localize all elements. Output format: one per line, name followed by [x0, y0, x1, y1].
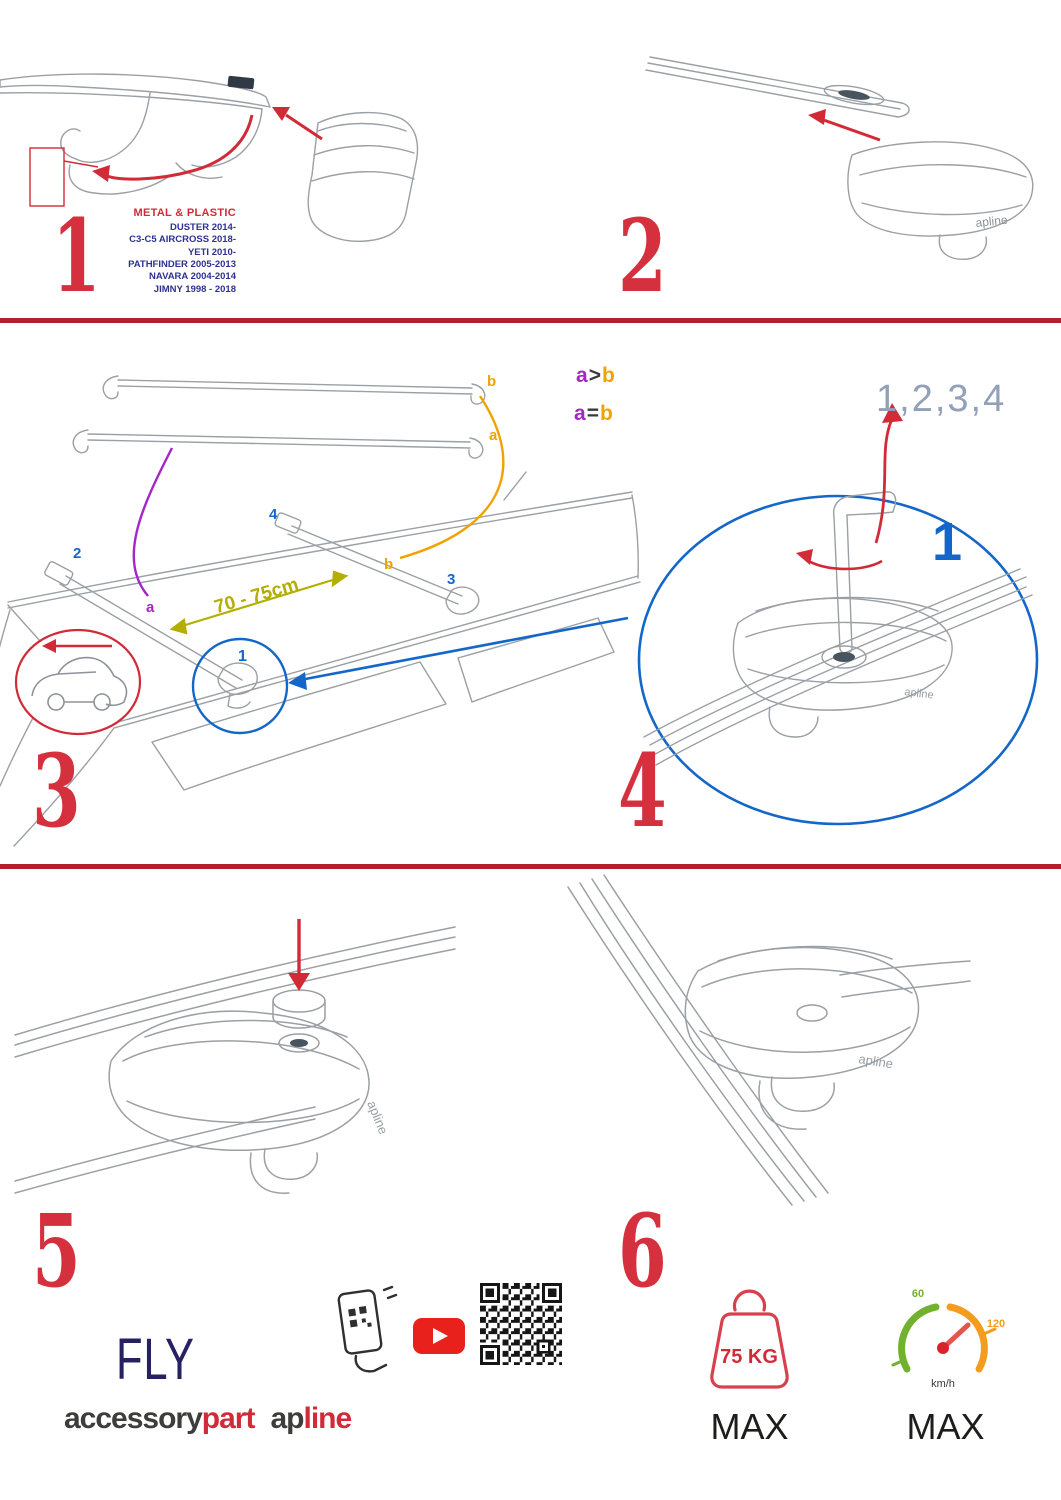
product-logo-step2: apline [975, 213, 1009, 230]
youtube-icon [413, 1318, 465, 1354]
position-4-label: 4 [269, 506, 278, 523]
position-3-label: 3 [447, 571, 456, 588]
logo-plate [227, 75, 255, 90]
zoom-circle [191, 637, 289, 735]
sequence-step-one: 1 [932, 512, 963, 572]
accessorypart-red: part [201, 1402, 256, 1435]
bar-b-label: b [487, 373, 497, 390]
position-1-label: 1 [238, 648, 247, 665]
accessorypart-dark: accessory [64, 1402, 203, 1435]
weight-max-icon: 75 KG [710, 1289, 789, 1389]
product-logo-step5: apline [364, 1099, 391, 1137]
apline-logo: apline [270, 1402, 353, 1436]
step5-number: 5 [32, 1192, 81, 1310]
tightening-sequence: 1,2,3,4 [876, 378, 1007, 420]
qr-code-icon [480, 1283, 562, 1365]
part-callout-box [29, 147, 99, 207]
roof-b-label: b [384, 556, 394, 573]
position-2-label: 2 [73, 545, 82, 562]
step2-illustration: apline [645, 56, 1034, 260]
speedometer-icon: 60 120 km/h [891, 1288, 1005, 1390]
step4-illustration: apline [637, 403, 1039, 826]
speed-max-label: MAX [906, 1406, 985, 1447]
accessorypart-logo: accessorypart [64, 1402, 256, 1436]
model-item: YETI 2010- [187, 246, 236, 258]
weight-max-label: MAX [710, 1406, 789, 1447]
model-item: JIMNY 1998 - 2018 [153, 283, 236, 295]
bar-a-curve [132, 447, 174, 597]
bar-a-label: a [489, 427, 498, 444]
apline-red: line [303, 1402, 353, 1435]
distance-arrow [169, 570, 349, 635]
step4-number: 4 [618, 732, 667, 850]
model-item: DUSTER 2014- [170, 222, 236, 233]
rule-greater: a>b [576, 364, 616, 387]
sequence-arrow [874, 418, 894, 544]
step3-illustration [0, 375, 641, 847]
scan-qr-phone-icon [337, 1285, 398, 1373]
speed-unit-label: km/h [931, 1378, 955, 1390]
rule-equal: a=b [574, 402, 614, 425]
speed-low-label: 60 [912, 1288, 924, 1300]
apline-dark: ap [270, 1402, 304, 1435]
weight-value: 75 KG [720, 1346, 778, 1368]
step2-red-arrow [817, 116, 881, 142]
section-divider-1 [0, 318, 1061, 323]
section-divider-2 [0, 864, 1061, 869]
step6-illustration: apline [567, 874, 971, 1206]
product-logo-step4: apline [904, 686, 935, 701]
car-direction-inset [14, 628, 142, 736]
material-label: METAL & PLASTIC [133, 207, 236, 219]
zoom-pointer-line [299, 616, 629, 682]
step1-number: 1 [52, 197, 101, 315]
step5-illustration: apline [14, 919, 456, 1194]
roof-a-label: a [146, 599, 155, 616]
product-logo-step6: apline [858, 1051, 895, 1071]
bar-b-curve [399, 395, 505, 560]
speed-high-label: 120 [987, 1318, 1005, 1330]
model-item: NAVARA 2004-2014 [149, 271, 236, 283]
model-list: DUSTER 2014- C3-C5 AIRCROSS 2018- YETI 2… [60, 222, 236, 296]
step1-illustration [0, 73, 419, 242]
step6-number: 6 [618, 1192, 667, 1310]
model-item: C3-C5 AIRCROSS 2018- [129, 234, 236, 246]
fly-model-label: FLY [116, 1327, 195, 1392]
step2-number: 2 [618, 197, 667, 315]
brand-logos: accessorypart apline [64, 1402, 353, 1436]
model-item: PATHFINDER 2005-2013 [128, 259, 236, 271]
step1-red-arrows [103, 113, 323, 181]
step3-number: 3 [32, 732, 81, 850]
